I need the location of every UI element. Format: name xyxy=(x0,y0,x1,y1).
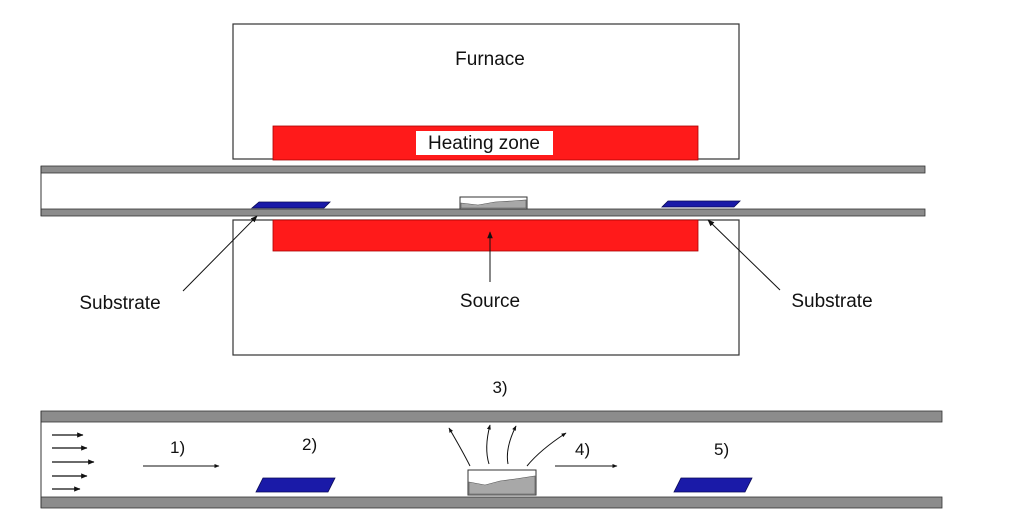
furnace-diagram: Furnace Heating zone Substrate Source Su… xyxy=(40,23,926,356)
heating-zone-label: Heating zone xyxy=(428,133,540,154)
tube-bottom-lower-wall xyxy=(40,496,943,509)
step-1-label: 1) xyxy=(170,438,185,457)
step-2-label: 2) xyxy=(302,435,317,454)
gas-inflow-arrows xyxy=(52,432,95,492)
substrate-left-label: Substrate xyxy=(79,293,160,314)
source-bottom xyxy=(467,469,537,496)
furnace-label: Furnace xyxy=(455,49,525,70)
evaporation-arrow xyxy=(506,425,517,465)
substrate-right-pointer xyxy=(707,219,781,291)
source-material-top xyxy=(460,199,527,209)
evaporation-arrow xyxy=(448,427,471,467)
substrate-bottom-left xyxy=(255,477,336,493)
figure-number: 3) xyxy=(492,378,507,397)
evaporation-arrows xyxy=(448,424,567,467)
substrate-left-pointer xyxy=(182,215,258,292)
tube-bottom-upper-wall xyxy=(40,410,943,423)
source-label: Source xyxy=(460,291,520,312)
substrate-bottom-right xyxy=(673,477,753,493)
evaporation-arrow xyxy=(486,424,491,465)
heating-zone-lower xyxy=(272,219,699,252)
substrate-top-left xyxy=(250,201,331,209)
substrate-top-right xyxy=(661,200,741,208)
tube-top-upper-wall xyxy=(40,165,926,174)
tube-top-lower-wall xyxy=(40,208,926,217)
process-diagram: 1) 2) 4) 5) xyxy=(40,410,943,509)
source-top xyxy=(459,196,528,210)
step-5-label: 5) xyxy=(714,440,729,459)
substrate-right-label: Substrate xyxy=(791,291,872,312)
step-4-label: 4) xyxy=(575,440,590,459)
evaporation-arrow xyxy=(526,432,567,467)
heating-zone-label-bg xyxy=(416,131,553,155)
source-material-bottom xyxy=(468,475,536,495)
